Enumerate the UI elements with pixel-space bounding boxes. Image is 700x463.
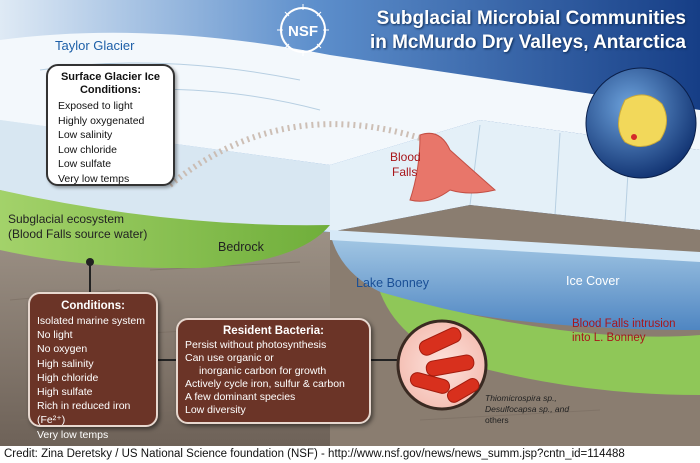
list-item: No oxygen [37, 343, 88, 356]
blood-falls-label-2: Falls [392, 165, 418, 179]
list-item: Persist without photosynthesis [185, 339, 327, 351]
list-item: High sulfate [37, 386, 93, 399]
list-item: High salinity [37, 357, 94, 370]
blood-falls-label-1: Blood [390, 150, 421, 164]
connector-dot [86, 258, 94, 266]
intrusion-label-1: Blood Falls intrusion [572, 318, 676, 330]
list-item: Isolated marine system [37, 315, 145, 327]
subglacial-ecosystem [0, 190, 330, 269]
conditions-box-heading: Conditions: [61, 300, 125, 312]
list-item: Low diversity [185, 404, 246, 416]
bacteria-cells [409, 327, 480, 403]
flow-arrow [168, 121, 421, 188]
list-item: High chloride [37, 371, 99, 384]
species-label-1: Thiomicrospira sp., [485, 393, 557, 403]
credit-line: Credit: Zina Deretsky / US National Scie… [0, 446, 700, 463]
list-item: Low sulfate [58, 158, 112, 170]
list-item: Very low temps [37, 428, 109, 441]
list-item: Exposed to light [58, 100, 133, 112]
subglacial-label-2: (Blood Falls source water) [8, 227, 148, 241]
blood-falls-intrusion [380, 292, 700, 395]
list-item: Can use organic or [185, 352, 274, 364]
list-item: Low chloride [58, 143, 117, 156]
list-item: A few dominant species [185, 391, 296, 403]
list-item: Highly oxygenated [58, 114, 145, 127]
species-label-2: Desulfocapsa sp., and [485, 404, 570, 414]
surface-box-list: Exposed to light Highly oxygenated Low s… [58, 99, 173, 186]
subglacial-conditions-box: Conditions: Isolated marine system No li… [28, 292, 158, 441]
list-item: No light [37, 329, 73, 342]
blood-falls [409, 132, 497, 202]
title-line-2: in McMurdo Dry Valleys, Antarctica [369, 32, 686, 53]
list-item: Very low temps [58, 172, 130, 185]
surface-conditions-box: Surface Glacier Ice Conditions: Exposed … [46, 64, 175, 186]
bedrock-label: Bedrock [218, 240, 264, 254]
location-marker [631, 134, 637, 140]
title-line-1: Subglacial Microbial Communities [376, 8, 686, 29]
list-item: Low salinity [58, 129, 113, 141]
conditions-box-list: Isolated marine system No light No oxyge… [37, 314, 156, 442]
list-item: inorganic carbon for growth [199, 365, 327, 377]
resident-bacteria-box: Resident Bacteria: Persist without photo… [176, 318, 371, 424]
surface-box-heading-2: Conditions: [79, 84, 142, 96]
species-label-3: others [485, 415, 509, 425]
bacteria-box-list: Persist without photosynthesis Can use o… [185, 339, 369, 417]
surface-box-heading-1: Surface Glacier Ice [60, 71, 161, 83]
nsf-logo-rays [277, 4, 329, 56]
list-item: Actively cycle iron, sulfur & carbon [185, 378, 345, 390]
lake-bonney-label: Lake Bonney [356, 276, 429, 290]
intrusion-label-2: into L. Bonney [572, 332, 646, 344]
ice-cover-label: Ice Cover [566, 274, 620, 288]
subglacial-label-1: Subglacial ecosystem [8, 212, 125, 226]
list-item: Rich in reduced iron (Fe²⁺) [37, 400, 131, 427]
taylor-glacier-label: Taylor Glacier [55, 38, 135, 53]
glacier-surface [0, 32, 700, 166]
bacteria-box-heading: Resident Bacteria: [223, 325, 324, 337]
nsf-logo-text: NSF [288, 23, 318, 40]
antarctica-landmass [618, 94, 667, 147]
ice-cover [330, 230, 700, 262]
